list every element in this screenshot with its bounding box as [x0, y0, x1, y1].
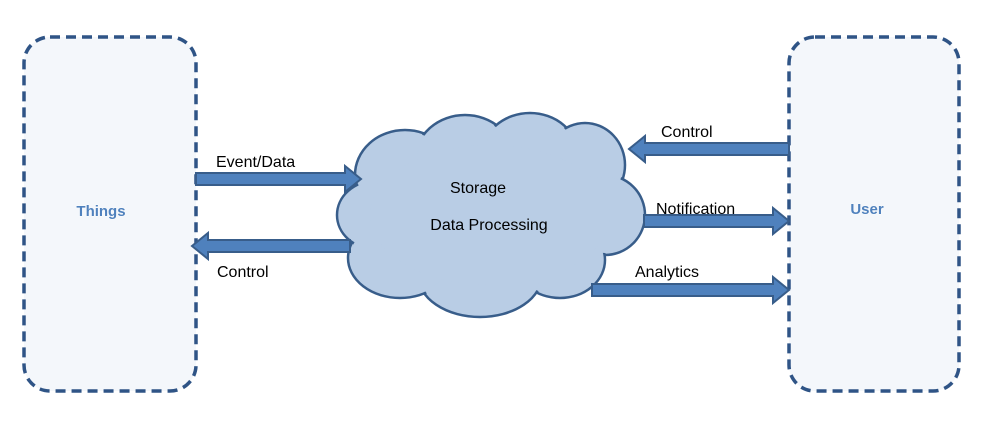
control-from-user-arrow-shape [627, 133, 790, 165]
notification-label: Notification [656, 201, 735, 218]
cloud-label-storage: Storage [450, 180, 506, 197]
things-box [22, 35, 198, 393]
notification-arrow: Notification [643, 201, 791, 237]
control-to-things-arrow: Control [190, 230, 351, 281]
cloud-fill-overlay [339, 115, 643, 315]
things-node: Things [22, 35, 198, 393]
cloud-node: Storage Data Processing [335, 111, 647, 319]
control-from-user-arrow: Control [627, 124, 790, 165]
user-node: User [787, 35, 961, 393]
user-label: User [850, 201, 884, 218]
event-data-arrow: Event/Data [195, 154, 363, 195]
control-to-things-arrow-shape [190, 230, 351, 262]
analytics-arrow: Analytics [591, 264, 791, 306]
control-from-user-label: Control [661, 124, 713, 141]
things-label: Things [76, 203, 125, 220]
event-data-label: Event/Data [216, 154, 295, 171]
event-data-arrow-shape [195, 163, 363, 195]
analytics-arrow-shape [591, 274, 791, 306]
analytics-label: Analytics [635, 264, 699, 281]
notification-arrow-shape [643, 205, 791, 237]
user-box [787, 35, 961, 393]
cloud-label-data-processing: Data Processing [430, 217, 547, 234]
control-to-things-label: Control [217, 264, 269, 281]
